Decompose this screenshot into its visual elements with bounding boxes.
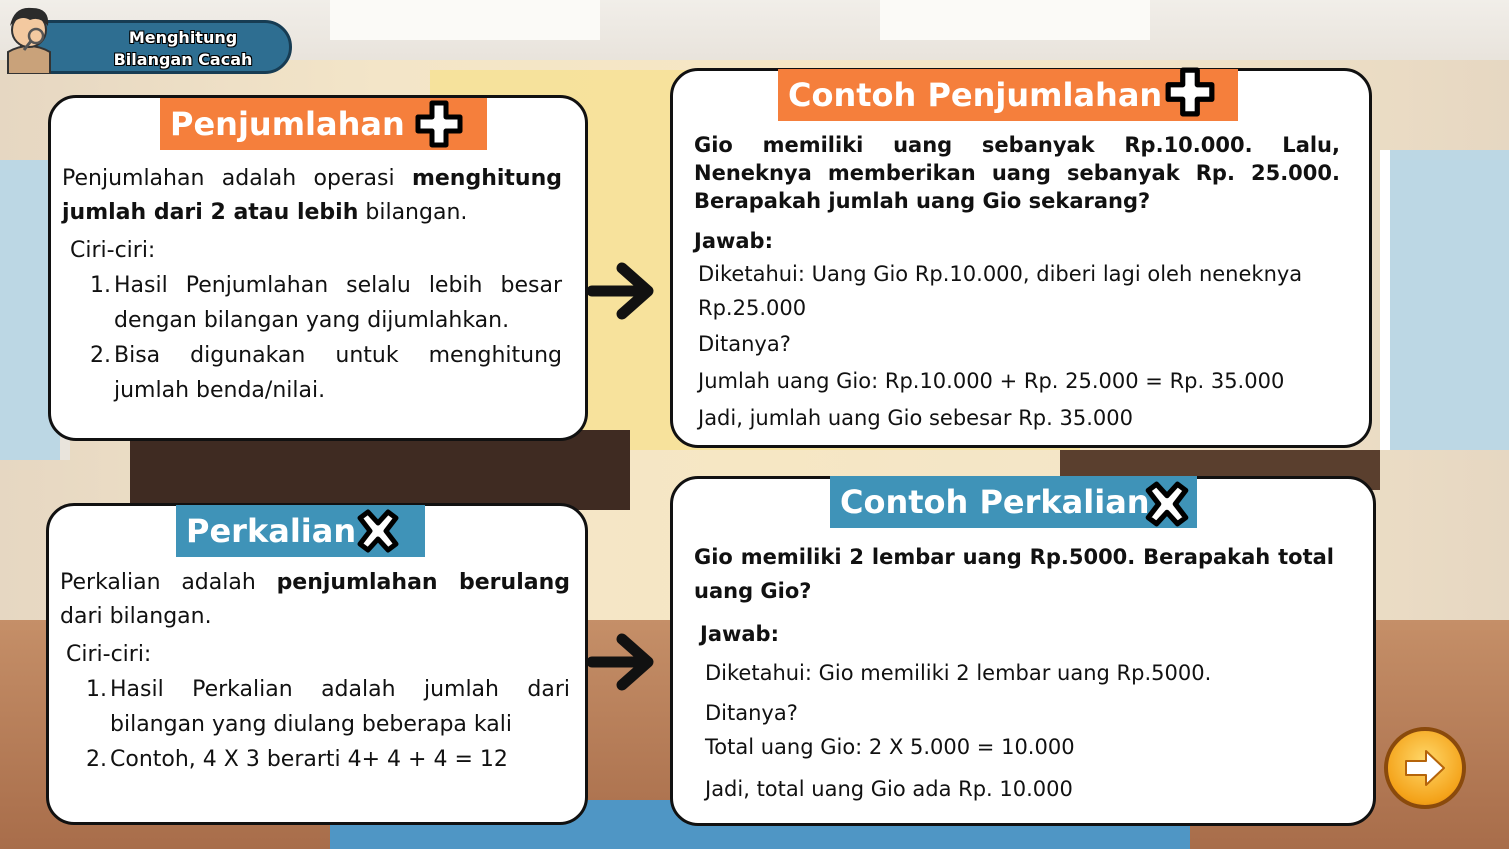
contoh-penjumlahan-text: Gio memiliki uang sebanyak Rp.10.000. La… — [694, 131, 1340, 435]
ditanya-text: Ditanya? — [698, 332, 791, 356]
list-item: 1.Hasil Penjumlahan selalu lebih besar d… — [90, 273, 562, 333]
diketahui-text: Diketahui: Gio memiliki 2 lembar uang Rp… — [705, 661, 1212, 685]
contoh-penjumlahan-card — [670, 68, 1372, 448]
list-item: 2.Contoh, 4 X 3 berarti 4+ 4 + 4 = 12 — [86, 747, 508, 772]
times-icon — [1145, 481, 1189, 527]
ditanya-text: Ditanya? — [705, 701, 798, 725]
avatar — [7, 7, 51, 74]
jawab-label: Jawab: — [700, 622, 779, 646]
contoh-perkalian-label: Contoh Perkalian — [830, 476, 1197, 528]
contoh-perkalian-card — [670, 476, 1376, 826]
contoh-perkalian-text: Gio memiliki 2 lembar uang Rp.5000. Bera… — [694, 540, 1334, 806]
jawab-label: Jawab: — [694, 229, 773, 253]
perkalian-text: Perkalian adalah penjumlahan berulang da… — [60, 566, 570, 777]
calculation-text: Jumlah uang Gio: Rp.10.000 + Rp. 25.000 … — [698, 369, 1285, 393]
penjumlahan-card — [48, 95, 588, 441]
list-item: 2.Bisa digunakan untuk menghitung jumlah… — [90, 343, 562, 403]
diketahui-text-2: Rp.25.000 — [698, 296, 807, 320]
question-text: Gio memiliki uang sebanyak Rp.10.000. La… — [694, 133, 1340, 213]
arrow-right-icon — [588, 633, 654, 691]
next-arrow-icon — [1405, 750, 1445, 786]
ciri-label: Ciri-ciri: — [70, 238, 156, 263]
question-text: Gio memiliki 2 lembar uang Rp.5000. Bera… — [694, 545, 1334, 603]
title-line-1: Menghitung — [128, 28, 238, 47]
title-line-2: Bilangan Cacah — [113, 50, 253, 69]
calculation-text: Total uang Gio: 2 X 5.000 = 10.000 — [705, 735, 1075, 759]
plus-icon — [415, 100, 463, 148]
list-item: 1.Hasil Perkalian adalah jumlah dari bil… — [86, 677, 570, 737]
next-button[interactable] — [1384, 727, 1466, 809]
conclusion-text: Jadi, jumlah uang Gio sebesar Rp. 35.000 — [698, 406, 1133, 430]
page-title: Menghitung Bilangan Cacah — [83, 27, 283, 71]
title-banner: Menghitung Bilangan Cacah — [20, 20, 292, 74]
arrow-right-icon — [588, 262, 654, 320]
contoh-penjumlahan-label: Contoh Penjumlahan — [778, 69, 1238, 121]
times-icon — [357, 509, 399, 553]
ciri-label: Ciri-ciri: — [66, 642, 152, 667]
penjumlahan-text: Penjumlahan adalah operasi menghitung ju… — [62, 162, 562, 408]
plus-icon — [1165, 67, 1215, 117]
conclusion-text: Jadi, total uang Gio ada Rp. 10.000 — [705, 777, 1073, 801]
diketahui-text: Diketahui: Uang Gio Rp.10.000, diberi la… — [698, 262, 1303, 286]
